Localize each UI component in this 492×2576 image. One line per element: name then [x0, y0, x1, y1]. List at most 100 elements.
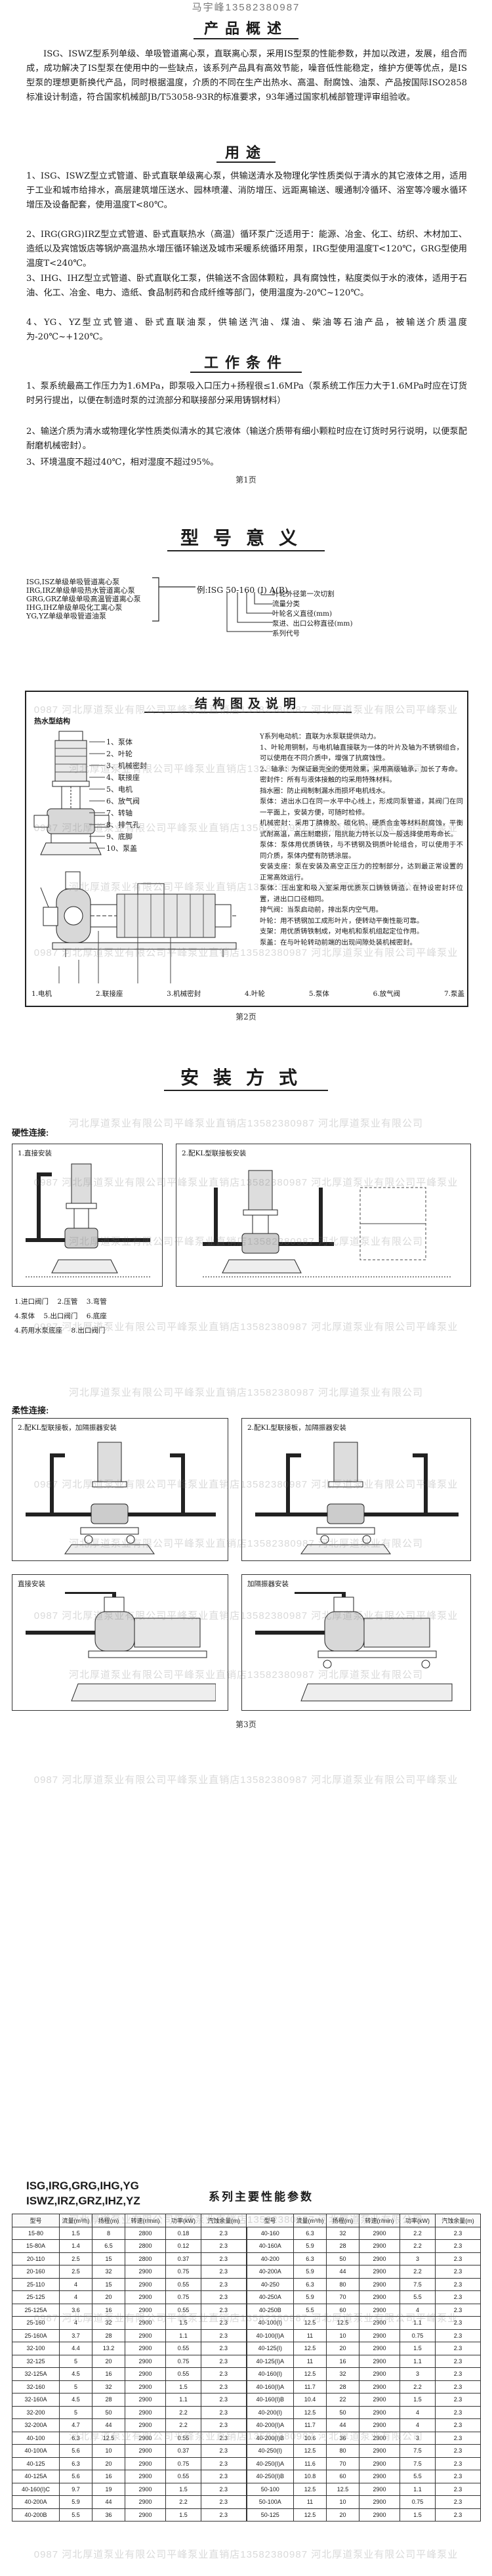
table-cell: 40-250 — [245, 2277, 294, 2291]
page-number-1: 第1页 — [236, 475, 256, 484]
model-legend-item: 叶轮名义直径(mm) — [272, 610, 333, 618]
desc-line: 叶轮：用不锈钢加工成形叶片，使转动平衡性能可靠。 — [260, 916, 424, 925]
table-header-cell: 汽蚀余量(m) — [435, 2214, 481, 2227]
model-legend-item: 流量分类 — [272, 600, 300, 608]
table-cell: 2.3 — [201, 2367, 247, 2381]
part-item: 4、联接座 — [106, 773, 140, 782]
table-cell: 1.4 — [59, 2239, 92, 2253]
table-cell: 2900 — [359, 2393, 400, 2407]
table-cell: 40-160 — [245, 2226, 294, 2240]
table-cell: 2.3 — [201, 2329, 247, 2342]
flex-install-box-1: 2.配KL型联接板，加隔振器安装 — [12, 1418, 228, 1561]
installation-title: 安装方式 — [180, 1067, 312, 1088]
rigid-install-box-2: 2.配KL型联接板安装 — [176, 1144, 471, 1287]
table-cell: 12.5 — [293, 2508, 327, 2522]
table-cell: 6.3 — [293, 2252, 327, 2265]
table-cell: 50 — [326, 2405, 359, 2419]
flex-install-drawing-1 — [26, 1442, 216, 1555]
table-cell: 2.3 — [435, 2265, 481, 2279]
usage-title: 用途 — [224, 145, 267, 161]
table-cell: 3.6 — [59, 2303, 92, 2317]
table-cell: 28 — [326, 2239, 359, 2253]
table-cell: 4.7 — [59, 2418, 92, 2432]
table-cell: 2.3 — [435, 2457, 481, 2470]
table-cell: 20-110 — [12, 2252, 60, 2265]
table-cell: 0.55 — [165, 2431, 201, 2445]
flex-install-drawing-3 — [26, 1592, 216, 1702]
table-cell: 5 — [59, 2380, 92, 2394]
table-cell: 12.5 — [293, 2482, 327, 2496]
bottom-part-item: 3.机械密封 — [167, 990, 201, 998]
table-cell: 2.3 — [201, 2393, 247, 2407]
table-cell: 2.3 — [201, 2431, 247, 2445]
table-cell: 70 — [326, 2457, 359, 2470]
table-cell: 40-100(I) — [245, 2316, 294, 2330]
table-cell: 2900 — [359, 2354, 400, 2368]
table-cell: 40-200 — [245, 2252, 294, 2265]
table-header-cell: 转速(r/min) — [359, 2214, 400, 2227]
table-cell: 2.3 — [201, 2265, 247, 2279]
table-cell: 2900 — [125, 2342, 166, 2355]
table-cell: 16 — [92, 2303, 125, 2317]
table-cell: 2900 — [125, 2457, 166, 2470]
table-cell: 4 — [400, 2405, 436, 2419]
table-cell: 2900 — [125, 2444, 166, 2458]
table-cell: 36 — [92, 2508, 125, 2522]
table-cell: 4 — [400, 2303, 436, 2317]
table-cell: 2.3 — [435, 2405, 481, 2419]
table-cell: 4 — [400, 2418, 436, 2432]
table-cell: 2.5 — [59, 2252, 92, 2265]
table-header-cell: 扬程(m) — [92, 2214, 125, 2227]
table-cell: 0.55 — [165, 2342, 201, 2355]
table-cell: 40-100A — [12, 2444, 60, 2458]
table-cell: 60 — [326, 2303, 359, 2317]
vertical-pump-drawing — [33, 731, 110, 855]
horizontal-pump-drawing — [40, 871, 237, 983]
table-cell: 50-125 — [245, 2508, 294, 2522]
table-cell: 9.7 — [59, 2482, 92, 2496]
table-cell: 32-160A — [12, 2393, 60, 2407]
bottom-part-item: 6.放气阀 — [373, 990, 401, 998]
table-cell: 11 — [293, 2495, 327, 2509]
table-cell: 5.5 — [400, 2290, 436, 2304]
table-cell: 5.9 — [293, 2265, 327, 2279]
table-cell: 2.2 — [400, 2239, 436, 2253]
table-cell: 10 — [326, 2495, 359, 2509]
table-cell: 40-160(I)B — [245, 2393, 294, 2407]
watermark-text: 河北厚道泵业有限公司平峰泵业直销店13582380987 河北厚道泵业有限公司 — [69, 1387, 423, 1398]
rigid-legend-item: 1.进口阀门 — [14, 1298, 49, 1306]
model-code-legend: 叶轮外径第一次切割 流量分类 叶轮名义直径(mm) 泵进、出口公称直径(mm) … — [272, 590, 353, 639]
table-cell: 50 — [326, 2252, 359, 2265]
table-cell: 5 — [59, 2405, 92, 2419]
table-cell: 7.5 — [400, 2277, 436, 2291]
table-cell: 2900 — [125, 2393, 166, 2407]
table-cell: 10.4 — [293, 2393, 327, 2407]
table-cell: 50-100 — [245, 2482, 294, 2496]
table-cell: 5.9 — [293, 2290, 327, 2304]
table-cell: 2900 — [359, 2380, 400, 2394]
table-cell: 8 — [92, 2226, 125, 2240]
conditions-title-underline — [190, 372, 302, 373]
part-item: 2、叶轮 — [106, 750, 133, 758]
table-cell: 32 — [326, 2226, 359, 2240]
table-cell: 2900 — [359, 2457, 400, 2470]
table-header-row: 型号 流量(m³/h) 扬程(m) 转速(r/min) 功率(kW) 汽蚀余量(… — [12, 2214, 481, 2227]
table-cell: 6.3 — [293, 2226, 327, 2240]
table-cell: 12.5 — [293, 2316, 327, 2330]
table-cell: 20 — [326, 2508, 359, 2522]
table-cell: 2900 — [125, 2470, 166, 2483]
table-cell: 11 — [293, 2354, 327, 2368]
table-cell: 25-160A — [12, 2329, 60, 2342]
table-cell: 2900 — [359, 2405, 400, 2419]
table-cell: 12.5 — [293, 2342, 327, 2355]
overview-paragraph: ISG、ISWZ型系列单级、单吸管道离心泵，直联离心泵，采用IS型泵的性能参数，… — [26, 49, 467, 102]
page-number-3: 第3页 — [236, 1720, 256, 1729]
